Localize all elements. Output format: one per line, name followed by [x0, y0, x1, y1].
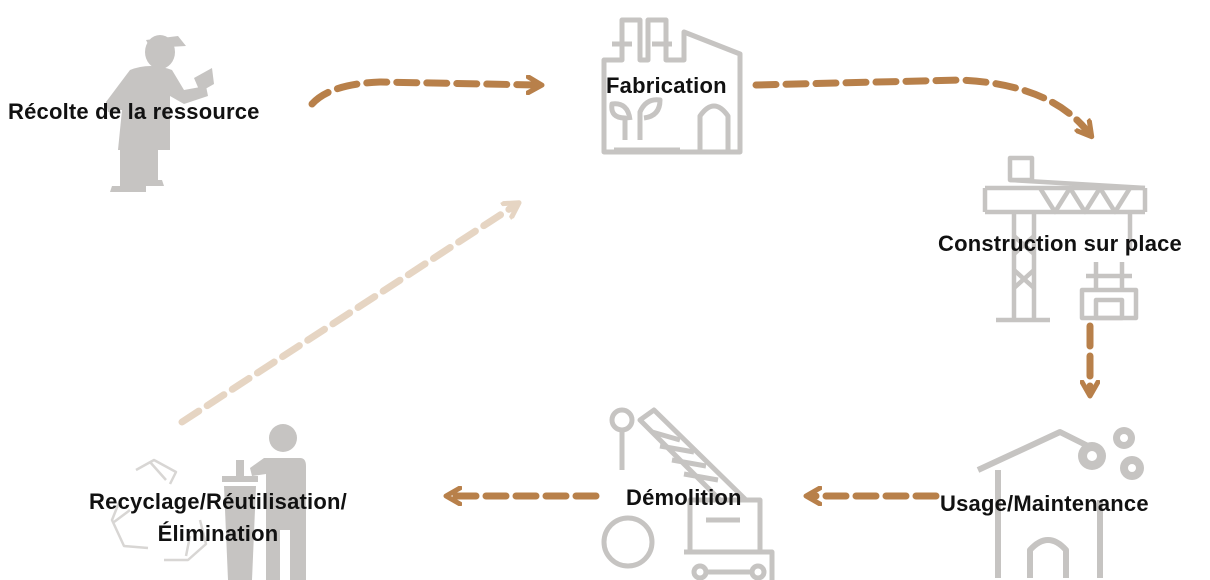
arrow-manufacturing-to-construction	[752, 76, 1088, 132]
stage-label-recycling-line1: Recyclage/Réutilisation/	[89, 489, 347, 514]
stage-label-usage: Usage/Maintenance	[940, 491, 1149, 516]
stage-label-manufacturing: Fabrication	[606, 73, 727, 98]
stage-label-construction: Construction sur place	[938, 231, 1182, 256]
wrecking-crane-icon	[601, 407, 775, 580]
farmer-icon	[106, 35, 214, 192]
stage-label-harvest: Récolte de la ressource	[8, 99, 260, 124]
arrow-recycling-to-manufacturing	[178, 206, 514, 426]
factory-icon	[601, 17, 743, 155]
crane-icon	[982, 155, 1148, 323]
stage-label-recycling-line2: Élimination	[157, 521, 279, 546]
gear-icon	[1078, 427, 1144, 480]
person-with-bin-icon	[222, 424, 306, 580]
recycle-bin-icon	[110, 458, 208, 562]
arrow-harvest-to-manufacturing	[308, 82, 536, 108]
stage-label-demolition: Démolition	[626, 485, 742, 510]
stage-label-recycling: Recyclage/Réutilisation/ Élimination	[68, 486, 368, 550]
